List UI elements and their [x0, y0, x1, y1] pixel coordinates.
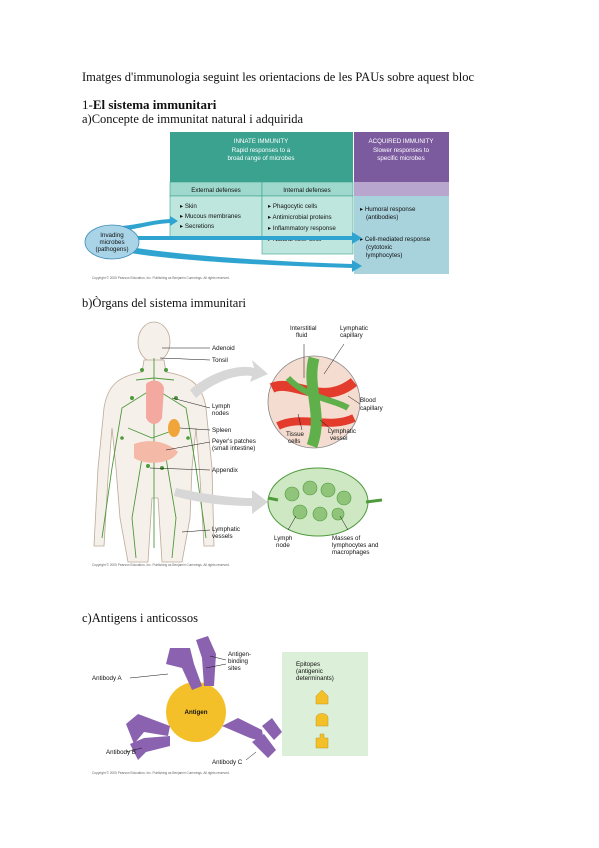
internal-body — [261, 195, 354, 255]
subsection-b-heading: b)Òrgans del sistema immunitari — [82, 296, 246, 310]
external-item: ▸ Mucous membranes — [180, 213, 241, 220]
label-tonsil: Tonsil — [212, 357, 228, 364]
acquired-title: ACQUIRED IMMUNITY — [369, 138, 434, 145]
acquired-spacer — [354, 182, 449, 196]
section-number: 1- — [82, 97, 93, 112]
arrow-to-acquired — [124, 246, 362, 272]
label-tissue-cells-1: Tissue — [286, 431, 305, 438]
arrow-to-internal — [122, 232, 362, 244]
section-heading: 1-El sistema immunitari — [82, 97, 216, 113]
innate-header-box — [170, 132, 353, 182]
lymphocyte-masses — [284, 480, 352, 522]
subsection-a-heading: a)Concepte de immunitat natural i adquir… — [82, 112, 304, 126]
label-tissue-cells-2: cells — [288, 438, 300, 445]
label-binding-2: binding — [228, 658, 249, 665]
label-lymphatic-vessel-1: Lymphatic — [328, 428, 356, 435]
lymph-node-detail — [267, 467, 369, 537]
acquired-item-sub: lymphocytes) — [366, 252, 402, 259]
label-lymph-nodes-2: nodes — [212, 410, 229, 417]
copyright-b: Copyright © 2005 Pearson Education, Inc.… — [92, 563, 230, 567]
label-lymph-node-2: node — [276, 542, 290, 549]
internal-item: ▸ Antimicrobial proteins — [268, 214, 332, 221]
figure-lymphatic-system: Adenoid Tonsil Lymph nodes Spleen Peyer'… — [92, 321, 384, 567]
figure-antigen-antibody: Antigen Antibody A Antigen- binding site… — [92, 636, 368, 775]
label-peyers-1: Peyer's patches — [212, 438, 256, 445]
external-item: ▸ Skin — [180, 203, 197, 210]
external-body — [169, 195, 263, 239]
label-lymphatic-vessel-2: vessel — [330, 435, 348, 442]
antigen-shape — [166, 682, 226, 742]
label-interstitial-2: fluid — [296, 332, 308, 339]
arrow-to-node-detail — [174, 488, 268, 514]
epitope-shapes — [315, 689, 329, 749]
label-appendix: Appendix — [212, 467, 239, 474]
acquired-item-sub: (antibodies) — [366, 214, 398, 221]
label-blood-capillary-1: Blood — [360, 397, 376, 404]
antibody-a-shape — [166, 636, 216, 690]
antibody-b-shape — [126, 714, 170, 760]
label-masses-1: Masses of — [332, 535, 360, 542]
external-header: External defenses — [191, 187, 241, 194]
acquired-item-sub: (cytotoxic — [366, 244, 392, 251]
lymph-nodes-dots — [120, 368, 190, 470]
invading-line1: Invading — [100, 232, 124, 239]
subsection-c-heading: c)Antigens i anticossos — [82, 611, 198, 625]
label-blood-capillary-2: capillary — [360, 405, 384, 412]
innate-sub2: broad range of microbes — [227, 155, 294, 162]
label-antibody-a: Antibody A — [92, 675, 122, 682]
innate-title: INNATE IMMUNITY — [234, 138, 289, 145]
external-item: ▸ Secretions — [180, 223, 214, 230]
invading-line2: microbes — [99, 239, 124, 246]
copyright-a: Copyright © 2005 Pearson Education, Inc.… — [92, 276, 230, 280]
lymph-vessel-network — [101, 358, 207, 559]
acquired-item: ▸ Cell-mediated response — [360, 236, 431, 243]
label-adenoid: Adenoid — [212, 345, 235, 352]
figure-immunity-diagram: INNATE IMMUNITY Rapid responses to a bro… — [84, 132, 449, 280]
label-lymph-node-1: Lymph — [274, 535, 293, 542]
thymus-shape — [146, 380, 164, 424]
antigen-label: Antigen — [184, 709, 207, 716]
acquired-header-box — [354, 132, 449, 182]
label-epitopes-2: (antigenic — [296, 668, 323, 675]
label-spleen: Spleen — [212, 427, 232, 434]
label-masses-3: macrophages — [332, 549, 370, 556]
label-epitopes-1: Epitopes — [296, 661, 320, 668]
acquired-body — [354, 196, 449, 274]
label-binding-1: Antigen- — [228, 651, 251, 658]
arrow-to-external — [122, 216, 178, 231]
invading-line3: (pathogens) — [95, 246, 128, 253]
copyright-c: Copyright © 2005 Pearson Education, Inc.… — [92, 771, 230, 775]
lymphatic-capillary-shape — [306, 356, 322, 448]
label-masses-2: lymphocytes and — [332, 542, 379, 549]
label-lymph-nodes-1: Lymph — [212, 403, 231, 410]
label-epitopes-3: determinants) — [296, 675, 334, 682]
label-peyers-2: (small intestine) — [212, 445, 255, 452]
lymphatic-capillary-shape-2 — [285, 375, 350, 411]
internal-header: Internal defenses — [283, 187, 330, 194]
spleen-shape — [168, 419, 180, 437]
label-interstitial-1: Interstitial — [290, 325, 316, 332]
label-lymphatic-capillary-2: capillary — [340, 332, 364, 339]
intestine-shape — [134, 441, 178, 463]
label-lymphatic-vessels-2: vessels — [212, 533, 233, 540]
antibody-c-shape — [222, 718, 282, 758]
intro-text: Imatges d'immunologia seguint les orient… — [82, 70, 475, 84]
internal-item: ▸ Inflammatory response — [268, 225, 336, 232]
internal-item: ▸ Phagocytic cells — [268, 203, 317, 210]
acquired-item: ▸ Humoral response — [360, 206, 416, 213]
section-title: El sistema immunitari — [92, 97, 217, 112]
label-lymphatic-vessels-1: Lymphatic — [212, 526, 240, 533]
node-vessel-out — [365, 498, 383, 504]
invading-microbes-bubble — [84, 224, 140, 260]
label-binding-3: sites — [228, 665, 241, 672]
arrow-to-capillary-detail — [190, 360, 268, 398]
node-vessel-in — [267, 496, 279, 502]
acquired-sub1: Slower responses to — [373, 147, 430, 154]
label-antibody-b: Antibody B — [106, 749, 136, 756]
innate-sub1: Rapid responses to a — [232, 147, 291, 154]
label-lymphatic-capillary-1: Lymphatic — [340, 325, 368, 332]
label-antibody-c: Antibody C — [212, 759, 243, 766]
acquired-sub2: specific microbes — [377, 155, 424, 162]
